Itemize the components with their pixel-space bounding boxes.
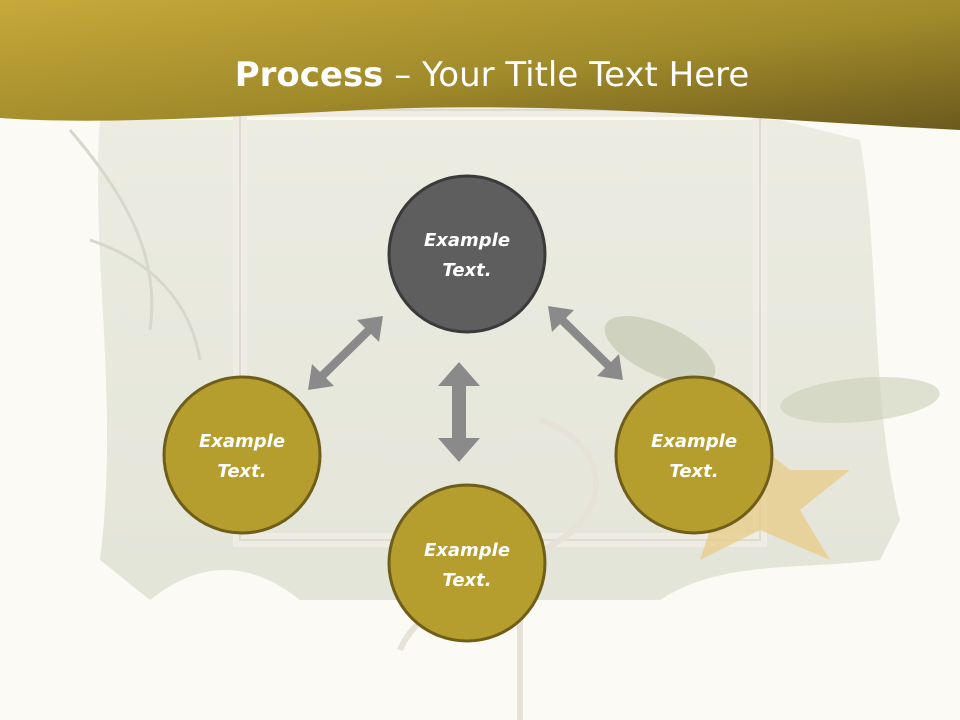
node-bottom: Example Text. bbox=[387, 483, 547, 643]
arrow-top-right bbox=[548, 306, 623, 380]
node-left-line2: Text. bbox=[217, 461, 266, 482]
slide-title: Process – Your Title Text Here bbox=[235, 55, 750, 95]
title-bold: Process bbox=[235, 55, 384, 95]
node-top: Example Text. bbox=[387, 174, 547, 334]
arrow-vertical bbox=[438, 362, 480, 462]
node-top-line1: Example bbox=[424, 230, 510, 251]
node-right-line2: Text. bbox=[669, 461, 718, 482]
node-bottom-line2: Text. bbox=[442, 570, 491, 591]
node-right-line1: Example bbox=[651, 431, 737, 452]
header-band bbox=[0, 0, 960, 130]
arrow-top-left bbox=[308, 316, 383, 390]
node-right: Example Text. bbox=[614, 375, 774, 535]
node-left-line1: Example bbox=[199, 431, 285, 452]
node-bottom-line1: Example bbox=[424, 540, 510, 561]
node-left: Example Text. bbox=[162, 375, 322, 535]
title-rest: – Your Title Text Here bbox=[383, 55, 749, 95]
node-top-line2: Text. bbox=[442, 260, 491, 281]
